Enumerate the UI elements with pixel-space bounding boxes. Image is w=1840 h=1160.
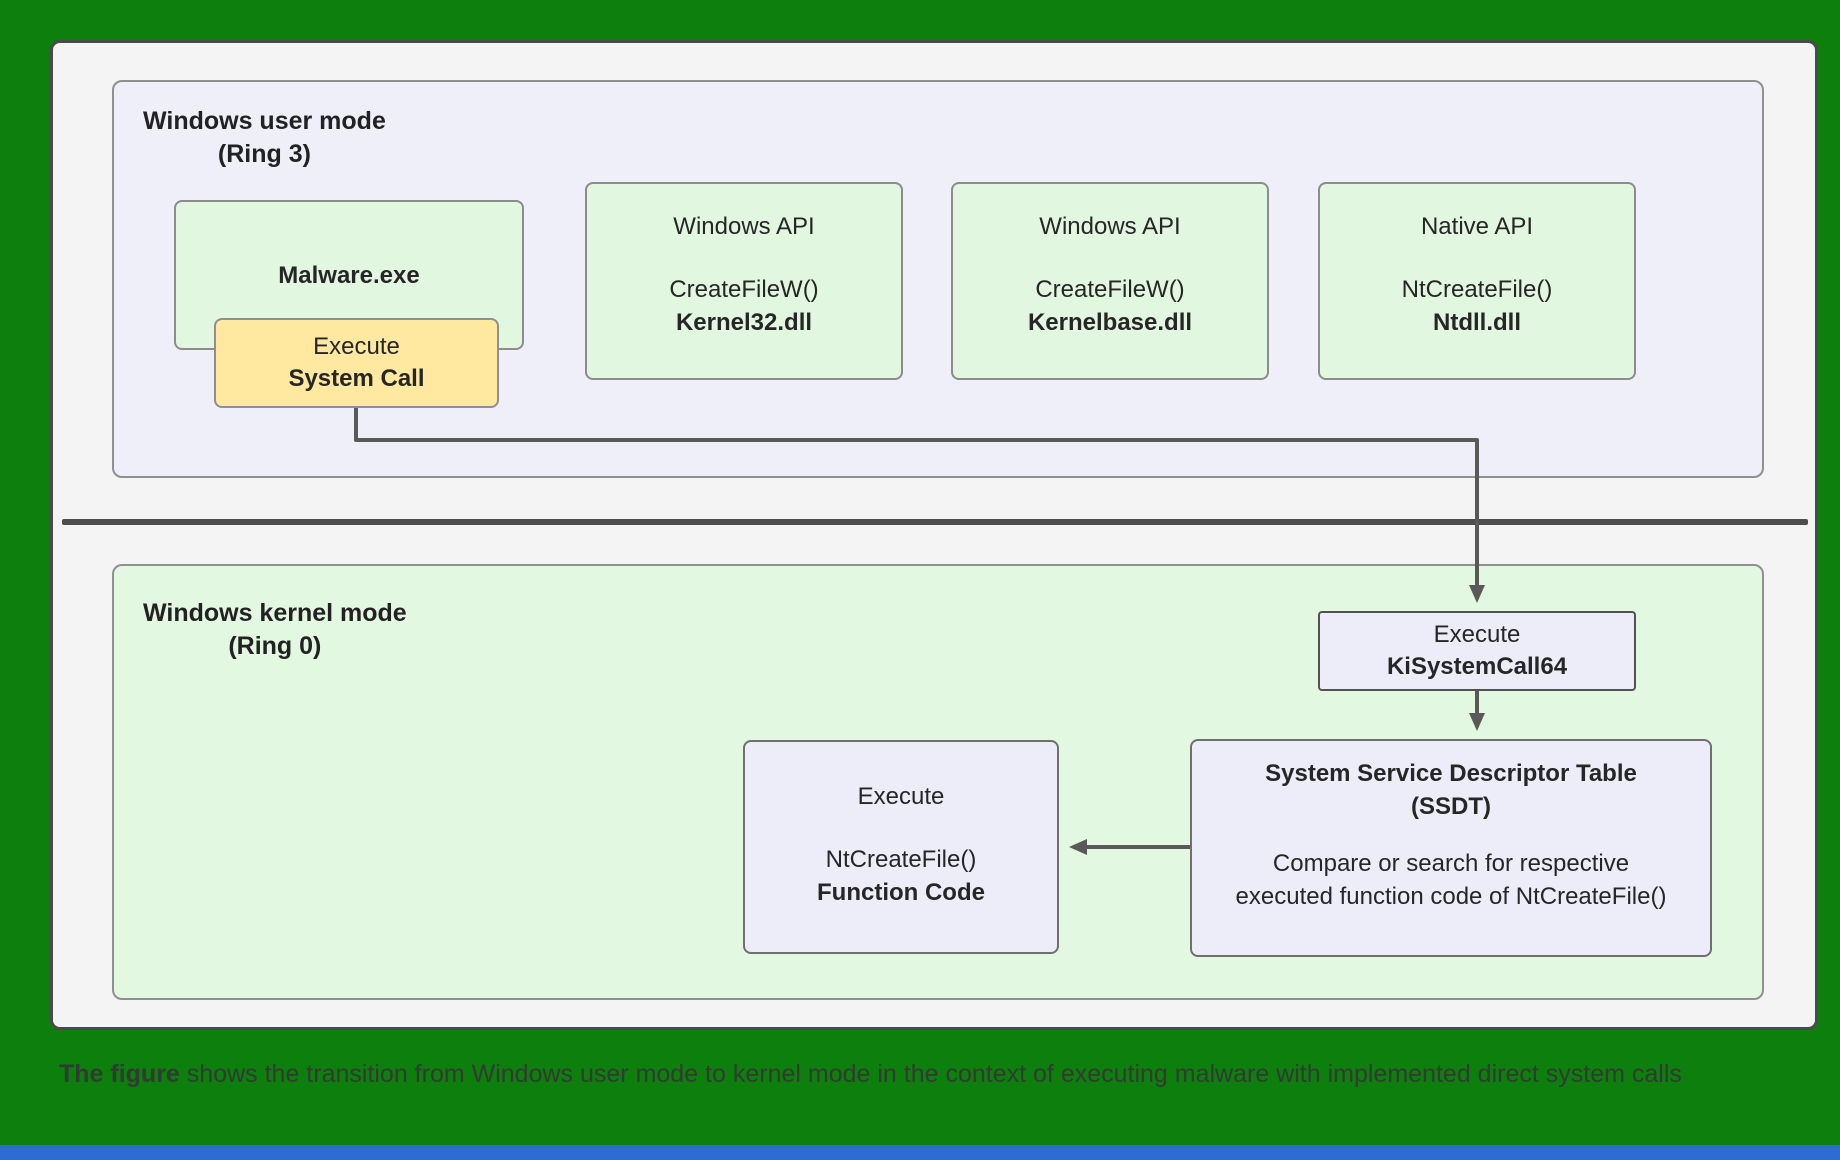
kernel-mode-title-line2: (Ring 0)	[228, 632, 322, 660]
api-dll: Ntdll.dll	[1433, 309, 1521, 336]
function-code-line3: Function Code	[817, 879, 985, 906]
api-title: Windows API	[1039, 213, 1181, 240]
function-code-line1: Execute	[857, 783, 945, 810]
execute-system-call-line2: System Call	[288, 365, 425, 392]
kisystemcall-line2: KiSystemCall64	[1386, 653, 1568, 680]
api-dll: Kernel32.dll	[675, 309, 813, 336]
ssdt-node: System Service Descriptor Table (SSDT) C…	[1190, 739, 1712, 957]
mode-divider-line	[62, 519, 1808, 525]
user-mode-title-line1: Windows user mode	[143, 107, 386, 135]
api-function: CreateFileW()	[669, 276, 819, 303]
ntcreatefile-function-code-node: Execute NtCreateFile() Function Code	[743, 740, 1059, 954]
figure-caption: The figure shows the transition from Win…	[59, 1058, 1823, 1091]
bottom-blue-strip	[0, 1145, 1840, 1160]
execute-system-call-node: Execute System Call	[214, 318, 499, 408]
api-dll: Kernelbase.dll	[1027, 309, 1193, 336]
kernel-mode-title: Windows kernel mode (Ring 0)	[143, 597, 407, 663]
execute-system-call-line1: Execute	[313, 333, 400, 360]
kernel-mode-title-line1: Windows kernel mode	[143, 599, 407, 627]
ssdt-title-line1: System Service Descriptor Table	[1265, 760, 1637, 787]
user-mode-title-line2: (Ring 3)	[217, 140, 311, 168]
ssdt-body-line2: executed function code of NtCreateFile()	[1235, 883, 1667, 910]
windows-api-kernelbase-node: Windows API CreateFileW() Kernelbase.dll	[951, 182, 1269, 380]
ssdt-title-line2: (SSDT)	[1411, 793, 1491, 820]
figure-caption-text: shows the transition from Windows user m…	[179, 1060, 1682, 1088]
function-code-line2: NtCreateFile()	[825, 846, 977, 873]
api-title: Native API	[1420, 213, 1534, 240]
api-function: NtCreateFile()	[1401, 276, 1553, 303]
user-mode-title: Windows user mode (Ring 3)	[143, 105, 386, 171]
api-title: Windows API	[673, 213, 815, 240]
ssdt-body-line1: Compare or search for respective	[1272, 850, 1630, 877]
windows-api-kernel32-node: Windows API CreateFileW() Kernel32.dll	[585, 182, 903, 380]
native-api-ntdll-node: Native API NtCreateFile() Ntdll.dll	[1318, 182, 1636, 380]
api-function: CreateFileW()	[1035, 276, 1185, 303]
kisystemcall-line1: Execute	[1433, 621, 1521, 648]
execute-kisystemcall64-node: Execute KiSystemCall64	[1318, 611, 1636, 691]
malware-exe-label: Malware.exe	[278, 261, 420, 289]
figure-caption-lead: The figure	[59, 1060, 180, 1088]
